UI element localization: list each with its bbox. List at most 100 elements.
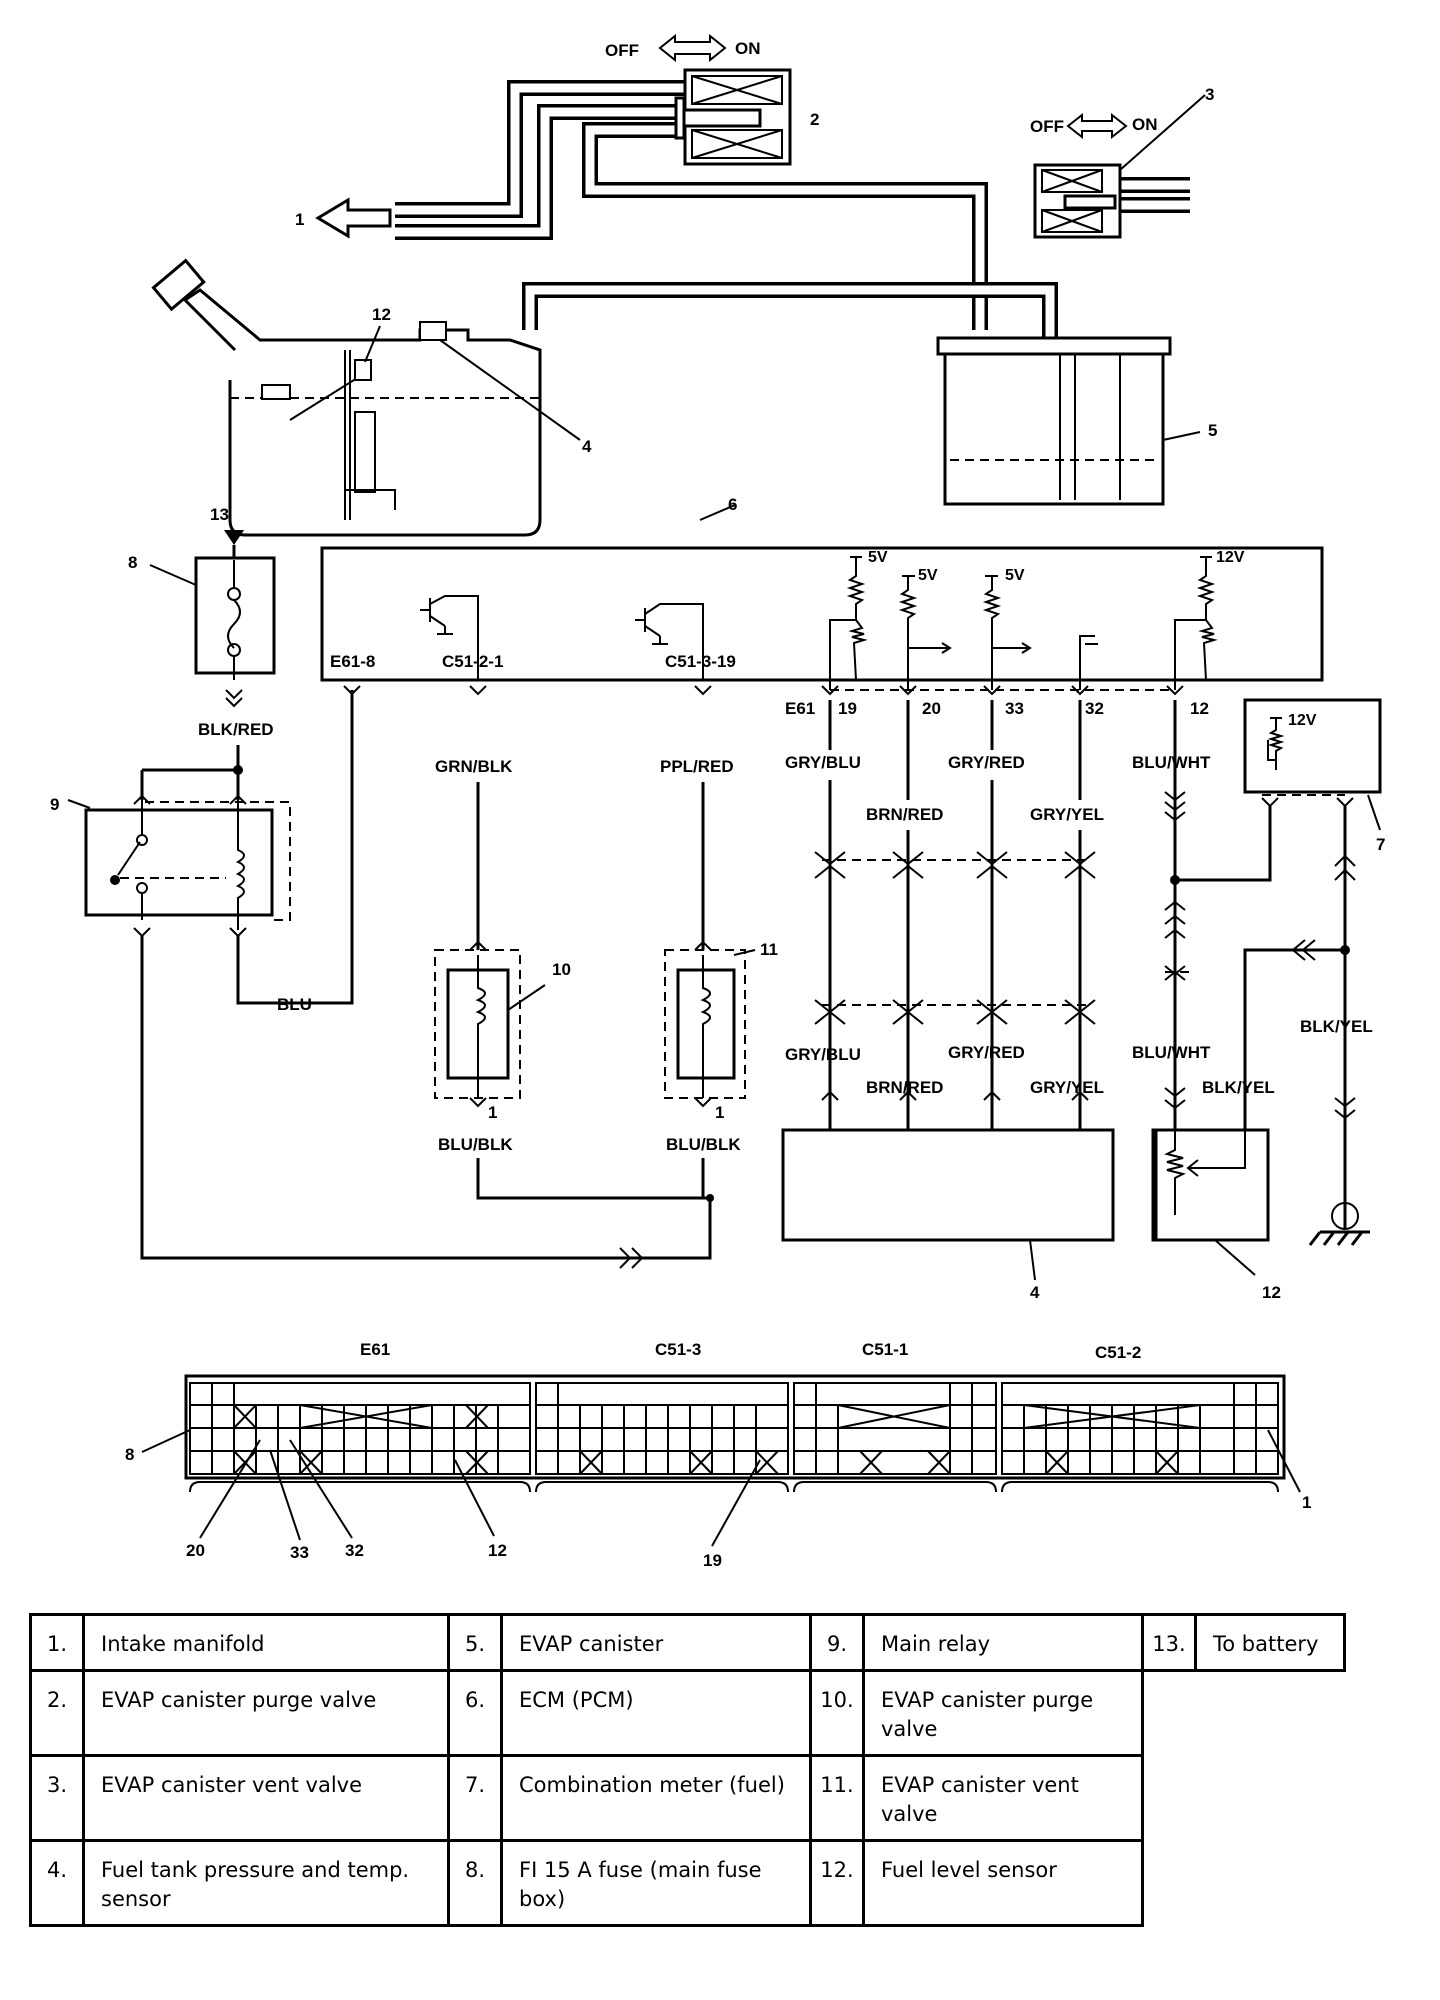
wire-gry-red-bottom: GRY/RED	[948, 1043, 1025, 1062]
connector-e61-block	[189, 1382, 531, 1475]
fi-15a-fuse: 8	[128, 553, 276, 680]
wire-gry-yel-bottom: GRY/YEL	[1030, 1078, 1104, 1097]
purge-coil-pin-1: 1	[488, 1103, 497, 1122]
legend-row: 1. Intake manifold 5. EVAP canister 9. M…	[29, 1613, 1346, 1672]
callout-1: 1	[295, 210, 304, 229]
sensor-wire-bundle: GRY/BLU GRY/RED BRN/RED GRY/YEL GRY/BLU …	[781, 685, 1184, 1302]
ecm-pcm: 6 C51-2-1 C51-3-19 E61-8 5V 5V 5V 12V	[320, 495, 1324, 718]
evap-wiring-diagram: 1 2 OFF ON	[50, 33, 1385, 1570]
purge-valve-on-label: ON	[735, 39, 761, 58]
legend-text: Combination meter (fuel)	[500, 1754, 812, 1842]
ecm-transistor-purge: C51-2-1	[420, 595, 503, 680]
wire-gry-red-top: GRY/RED	[948, 753, 1025, 772]
vent-valve-off-label: OFF	[1030, 117, 1064, 136]
connector-callout-20: 20	[186, 1541, 205, 1560]
callout-3: 3	[1205, 85, 1214, 104]
purge-solenoid-circuit: GRN/BLK 10 1 BLU/BLK	[434, 685, 714, 1202]
callout-12-top: 12	[372, 305, 391, 324]
callout-8: 8	[128, 553, 137, 572]
wire-blu-blk-vent: BLU/BLK	[666, 1135, 741, 1154]
wire-blk-red: BLK/RED	[198, 720, 274, 739]
intake-manifold-arrow: 1	[295, 197, 392, 239]
legend-text: EVAP canister vent valve	[82, 1754, 450, 1842]
combination-meter: 12V 7	[1243, 698, 1385, 854]
legend-text: EVAP canister vent valve	[862, 1754, 1144, 1842]
legend-num: 3.	[29, 1754, 85, 1842]
wire-blu-wht-top: BLU/WHT	[1132, 753, 1211, 772]
fuel-level-circuit: BLU/WHT BLU/WHT 12V 7 BLK/YEL BLK/YEL	[1132, 698, 1385, 1302]
callout-12-bottom: 12	[1262, 1283, 1281, 1302]
callout-10: 10	[552, 960, 571, 979]
legend-row: 3. EVAP canister vent valve 7. Combinati…	[29, 1754, 1345, 1842]
wire-blu-blk-purge: BLU/BLK	[438, 1135, 513, 1154]
wire-brn-red-bottom: BRN/RED	[866, 1078, 943, 1097]
terminal-19: 19	[838, 699, 857, 718]
connector-c51-2-label: C51-2	[1095, 1343, 1141, 1362]
power-supply-circuit: 13 8 BLK/RED	[50, 505, 712, 1269]
legend-empty-cell	[1143, 1671, 1345, 1756]
vent-valve-on-label: ON	[1132, 115, 1158, 134]
terminal-c51-3-19: C51-3-19	[665, 652, 736, 671]
voltage-5v-a: 5V	[868, 549, 888, 566]
terminal-33: 33	[1005, 699, 1024, 718]
wire-brn-red-top: BRN/RED	[866, 805, 943, 824]
evap-canister-purge-valve: 2 OFF ON	[605, 33, 819, 166]
fuel-tank-pressure-sensor: 4	[419, 321, 592, 456]
legend-empty-cell	[1143, 1756, 1345, 1841]
ground-symbol	[1308, 1202, 1370, 1246]
connector-callout-19: 19	[703, 1551, 722, 1570]
vent-valve-coil: 11 1	[664, 940, 778, 1122]
legend-num: 4.	[29, 1839, 85, 1927]
callout-11: 11	[760, 940, 778, 959]
legend-empty-cell	[1143, 1841, 1345, 1926]
vent-solenoid-circuit: PPL/RED 11 1 BLU/BLK	[660, 685, 778, 1198]
wire-blk-yel-sensor: BLK/YEL	[1202, 1078, 1275, 1097]
connector-e61-label: E61	[360, 1340, 390, 1359]
legend-num: 9.	[809, 1613, 865, 1672]
terminal-32: 32	[1085, 699, 1104, 718]
callout-5: 5	[1208, 421, 1217, 440]
voltage-12v-meter: 12V	[1288, 712, 1317, 729]
legend-text: Intake manifold	[82, 1613, 450, 1672]
connector-callout-32: 32	[345, 1541, 364, 1560]
callout-2: 2	[810, 110, 819, 129]
vent-valve-off-on-indicator: OFF ON	[1030, 112, 1158, 140]
legend-num: 12.	[809, 1839, 865, 1927]
legend-num: 13.	[1141, 1613, 1197, 1672]
connector-c51-3-label: C51-3	[655, 1340, 701, 1359]
legend-num: 6.	[447, 1669, 503, 1757]
legend-text: Fuel level sensor	[862, 1839, 1144, 1927]
main-relay: 9	[50, 794, 291, 938]
terminal-12: 12	[1190, 699, 1209, 718]
legend-row: 2. EVAP canister purge valve 6. ECM (PCM…	[29, 1669, 1345, 1757]
terminal-e61: E61	[785, 699, 815, 718]
legend-num: 10.	[809, 1669, 865, 1757]
legend-text: Fuel tank pressure and temp. sensor	[82, 1839, 450, 1927]
connector-callout-33: 33	[290, 1543, 309, 1562]
legend-num: 5.	[447, 1613, 503, 1672]
callout-9: 9	[50, 795, 59, 814]
fuel-tank: 12 4	[151, 258, 592, 537]
ecm-transistor-vent: C51-3-19	[635, 603, 736, 680]
wire-grn-blk: GRN/BLK	[435, 757, 513, 776]
wire-blu-wht-bottom: BLU/WHT	[1132, 1043, 1211, 1062]
legend-text: FI 15 A fuse (main fuse box)	[500, 1839, 812, 1927]
evap-canister: 5	[936, 336, 1217, 506]
wire-blu: BLU	[277, 995, 312, 1014]
callout-13: 13	[210, 505, 229, 524]
wire-gry-blu-bottom: GRY/BLU	[785, 1045, 861, 1064]
fuel-level-sensor: 12	[1151, 1128, 1281, 1302]
legend-text: EVAP canister purge valve	[82, 1669, 450, 1757]
vent-coil-pin-1: 1	[715, 1103, 724, 1122]
legend-text: EVAP canister purge valve	[862, 1669, 1144, 1757]
purge-valve-coil: 10 1	[434, 940, 571, 1122]
purge-valve-off-label: OFF	[605, 41, 639, 60]
purge-valve-off-on-indicator: OFF ON	[605, 33, 761, 63]
legend-text: To battery	[1194, 1613, 1346, 1672]
fuel-tank-pressure-sensor-box: 4	[781, 1128, 1115, 1302]
evap-canister-vent-valve: 3 OFF ON	[1030, 85, 1214, 239]
wire-gry-blu-top: GRY/BLU	[785, 753, 861, 772]
legend-num: 8.	[447, 1839, 503, 1927]
wire-ppl-red: PPL/RED	[660, 757, 734, 776]
callout-7: 7	[1376, 835, 1385, 854]
